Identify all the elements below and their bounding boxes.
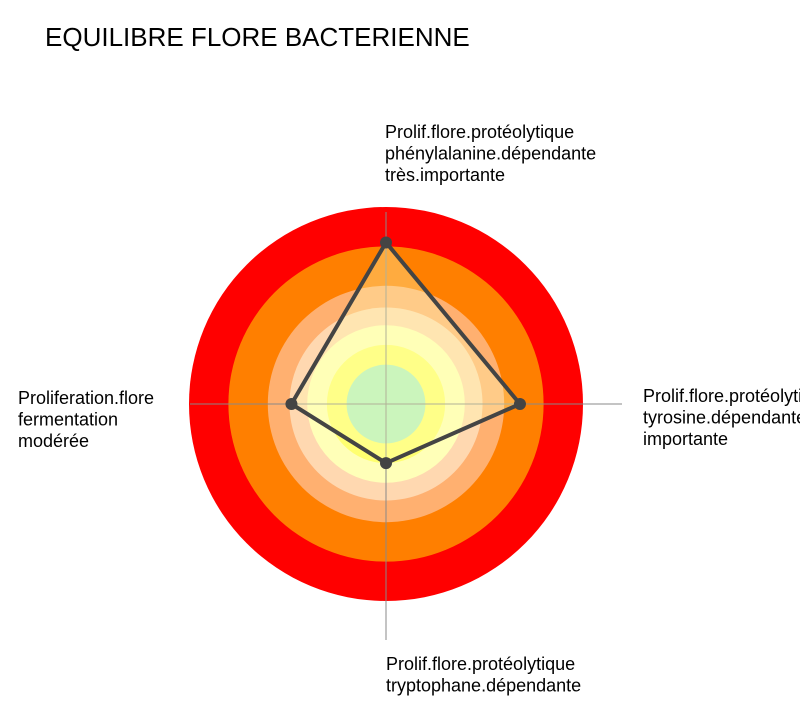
axis-label-top-line-2: très.importante xyxy=(385,165,505,185)
data-polygon-group xyxy=(285,236,526,470)
axis-lines xyxy=(190,212,622,640)
chart-title: EQUILIBRE FLORE BACTERIENNE xyxy=(45,22,470,52)
axis-label-top-line-1: phénylalanine.dépendante xyxy=(385,144,596,164)
axis-label-right-line-1: tyrosine.dépendante xyxy=(643,408,800,428)
data-point-top xyxy=(380,236,392,249)
axis-label-right: Prolif.flore.protéolytiquetyrosine.dépen… xyxy=(643,386,800,449)
axis-label-top-line-0: Prolif.flore.protéolytique xyxy=(385,122,574,142)
axis-label-left-line-0: Proliferation.flore xyxy=(18,388,154,408)
data-point-bottom xyxy=(380,457,392,470)
axis-label-left-line-1: fermentation xyxy=(18,410,118,430)
axis-label-right-line-0: Prolif.flore.protéolytique xyxy=(643,386,800,406)
axis-label-right-line-2: importante xyxy=(643,429,728,449)
axis-label-left-line-2: modérée xyxy=(18,431,89,451)
axis-label-bottom-line-0: Prolif.flore.protéolytique xyxy=(386,654,575,674)
data-point-right xyxy=(513,398,526,410)
data-point-left xyxy=(285,398,298,410)
axis-label-bottom-line-1: tryptophane.dépendante xyxy=(386,676,581,696)
